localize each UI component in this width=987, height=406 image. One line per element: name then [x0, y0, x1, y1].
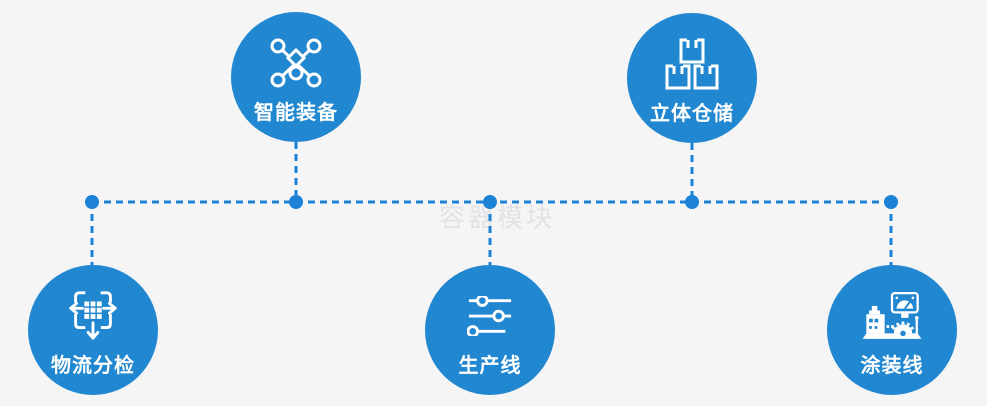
watermark: 容器模块: [438, 202, 556, 233]
node-smart-equipment: 智能装备: [231, 12, 361, 142]
node-label: 生产线: [458, 355, 522, 377]
node-label: 物流分检: [51, 355, 135, 377]
node-label: 涂装线: [860, 355, 924, 377]
node-label: 智能装备: [254, 102, 338, 124]
node-stereo-warehouse: 立体仓储: [627, 13, 757, 143]
node-label: 立体仓储: [650, 103, 734, 125]
sliders-icon: [467, 288, 513, 344]
node-logistics-sorting: 物流分检: [28, 265, 158, 395]
control-station-icon: [859, 288, 925, 344]
node-production-line: 生产线: [425, 265, 555, 395]
node-painting-line: 涂装线: [827, 265, 957, 395]
network-nodes-icon: [264, 35, 328, 91]
stacked-boxes-icon: [664, 36, 720, 92]
sorting-arrows-icon: [62, 288, 124, 344]
